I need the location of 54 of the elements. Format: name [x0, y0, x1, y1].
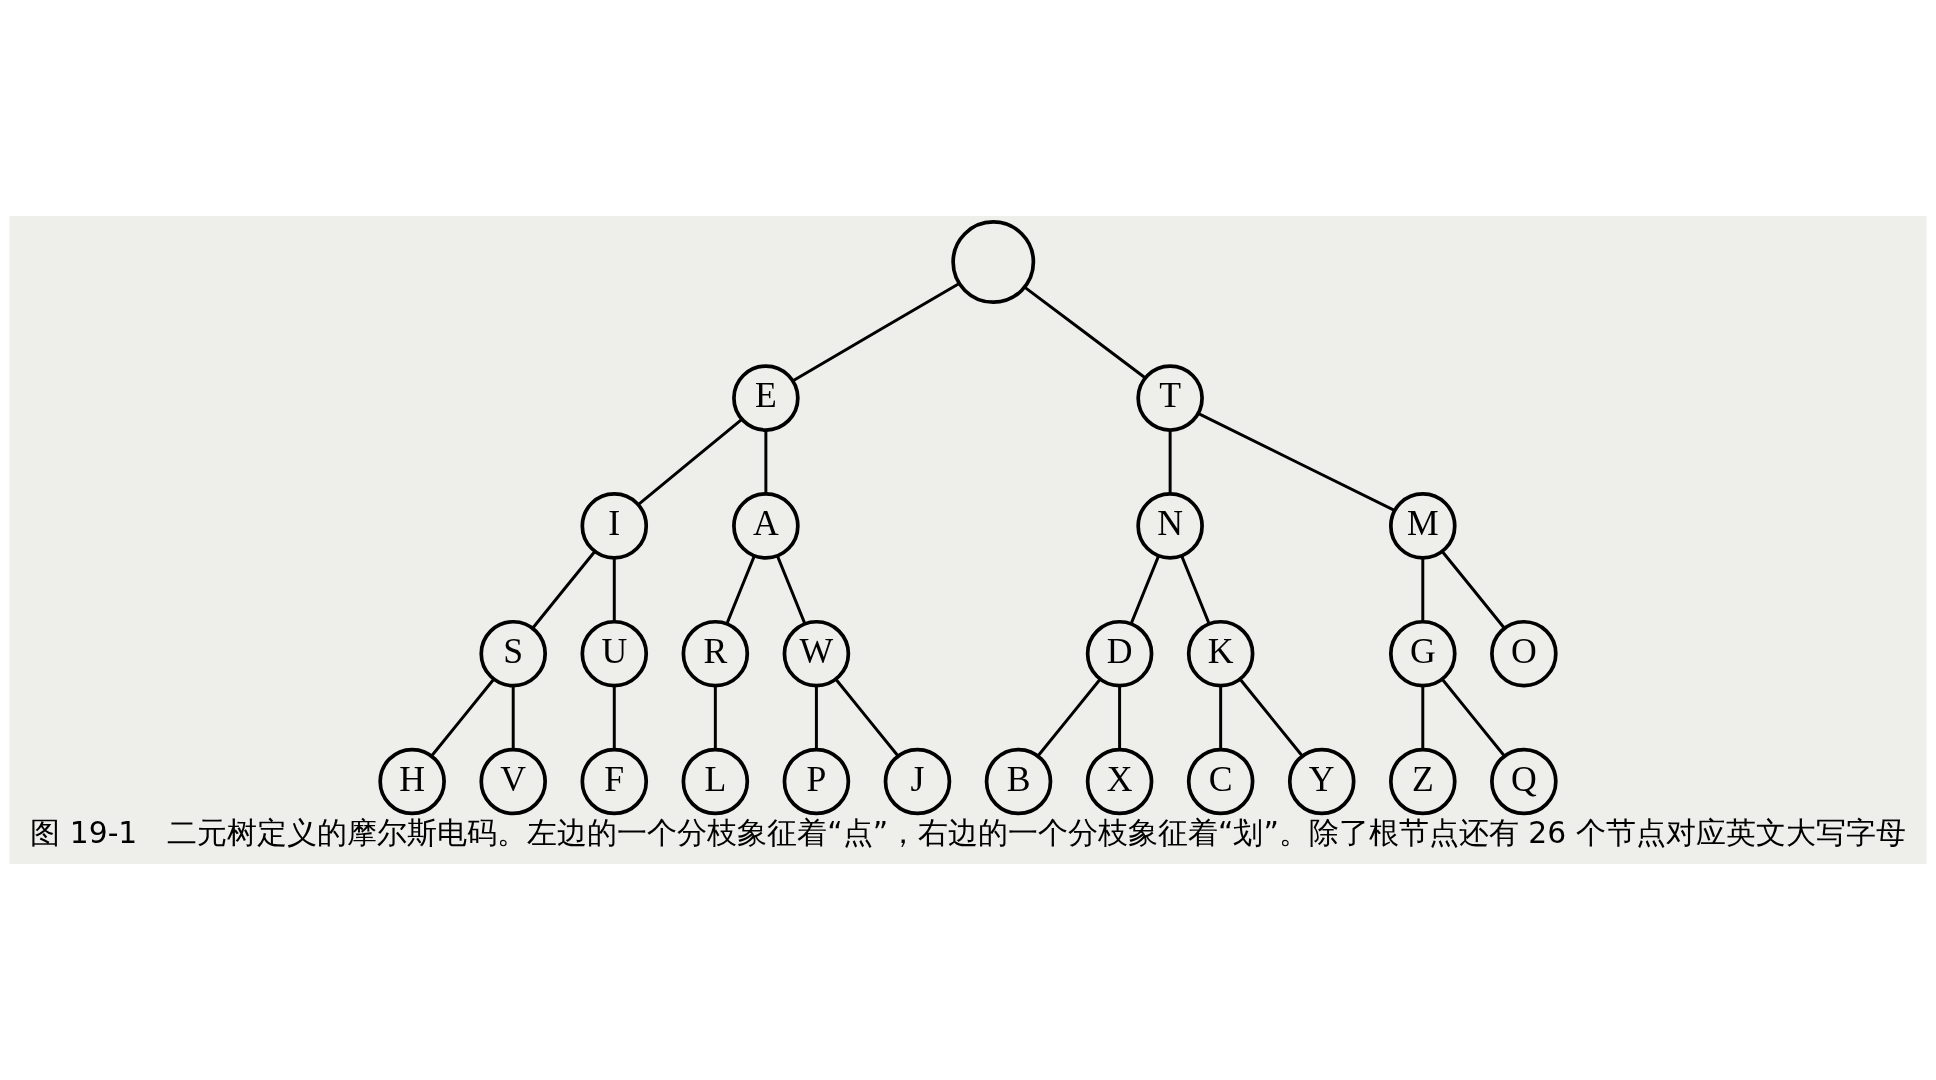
- caption: 图 19-1 二元树定义的摩尔斯电码。左边的一个分枝象征着“点”，右边的一个分枝象征着“划”。除了根节点还有 26 个节点对应英文大写字母: [30, 815, 1906, 851]
- node-circle: P: [782, 747, 851, 816]
- node-circle: F: [580, 747, 649, 816]
- node-circle: H: [378, 747, 446, 816]
- connector: [511, 686, 515, 750]
- node-circle: J: [883, 747, 952, 816]
- connector: [1129, 555, 1160, 625]
- node-circle: S: [479, 619, 548, 688]
- node-circle: Q: [1490, 747, 1558, 816]
- connector: [1118, 686, 1122, 750]
- connector: [792, 282, 960, 382]
- connector: [713, 686, 717, 750]
- connector: [1036, 678, 1102, 757]
- node-circle: A: [732, 492, 800, 560]
- connector: [1421, 558, 1425, 622]
- node-circle: O: [1490, 619, 1558, 688]
- connector: [1168, 430, 1172, 494]
- connector: [612, 558, 616, 622]
- node-circle: G: [1388, 619, 1457, 688]
- node-circle: [951, 220, 1036, 305]
- connector: [776, 555, 807, 625]
- connector: [612, 686, 616, 750]
- connector: [1180, 555, 1211, 625]
- connector: [1239, 678, 1304, 757]
- node-circle: W: [782, 619, 851, 688]
- node-circle: Y: [1287, 747, 1356, 816]
- connector: [814, 686, 818, 750]
- connector: [1441, 550, 1506, 630]
- node-circle: V: [479, 747, 548, 816]
- connector: [430, 678, 495, 757]
- node-circle: N: [1136, 492, 1204, 560]
- connector: [637, 418, 743, 506]
- node-circle: L: [681, 747, 750, 816]
- connector: [531, 550, 596, 630]
- connector: [1441, 678, 1506, 757]
- node-circle: X: [1085, 747, 1154, 816]
- node-circle: R: [681, 619, 750, 688]
- node-circle: D: [1085, 619, 1154, 688]
- node-circle: I: [580, 492, 649, 560]
- connector: [834, 678, 900, 757]
- connector: [725, 555, 756, 625]
- connector: [1197, 412, 1396, 512]
- node-circle: E: [732, 364, 800, 432]
- node-circle: M: [1388, 492, 1457, 560]
- connector: [1421, 686, 1425, 750]
- node-circle: C: [1186, 747, 1255, 816]
- node-circle: Z: [1388, 747, 1457, 816]
- connector: [1024, 286, 1146, 379]
- node-circle: B: [984, 747, 1053, 816]
- connector: [1219, 686, 1223, 750]
- node-circle: U: [580, 619, 649, 688]
- connector: [764, 430, 768, 494]
- node-circle: K: [1186, 619, 1255, 688]
- node-circle: T: [1136, 364, 1204, 432]
